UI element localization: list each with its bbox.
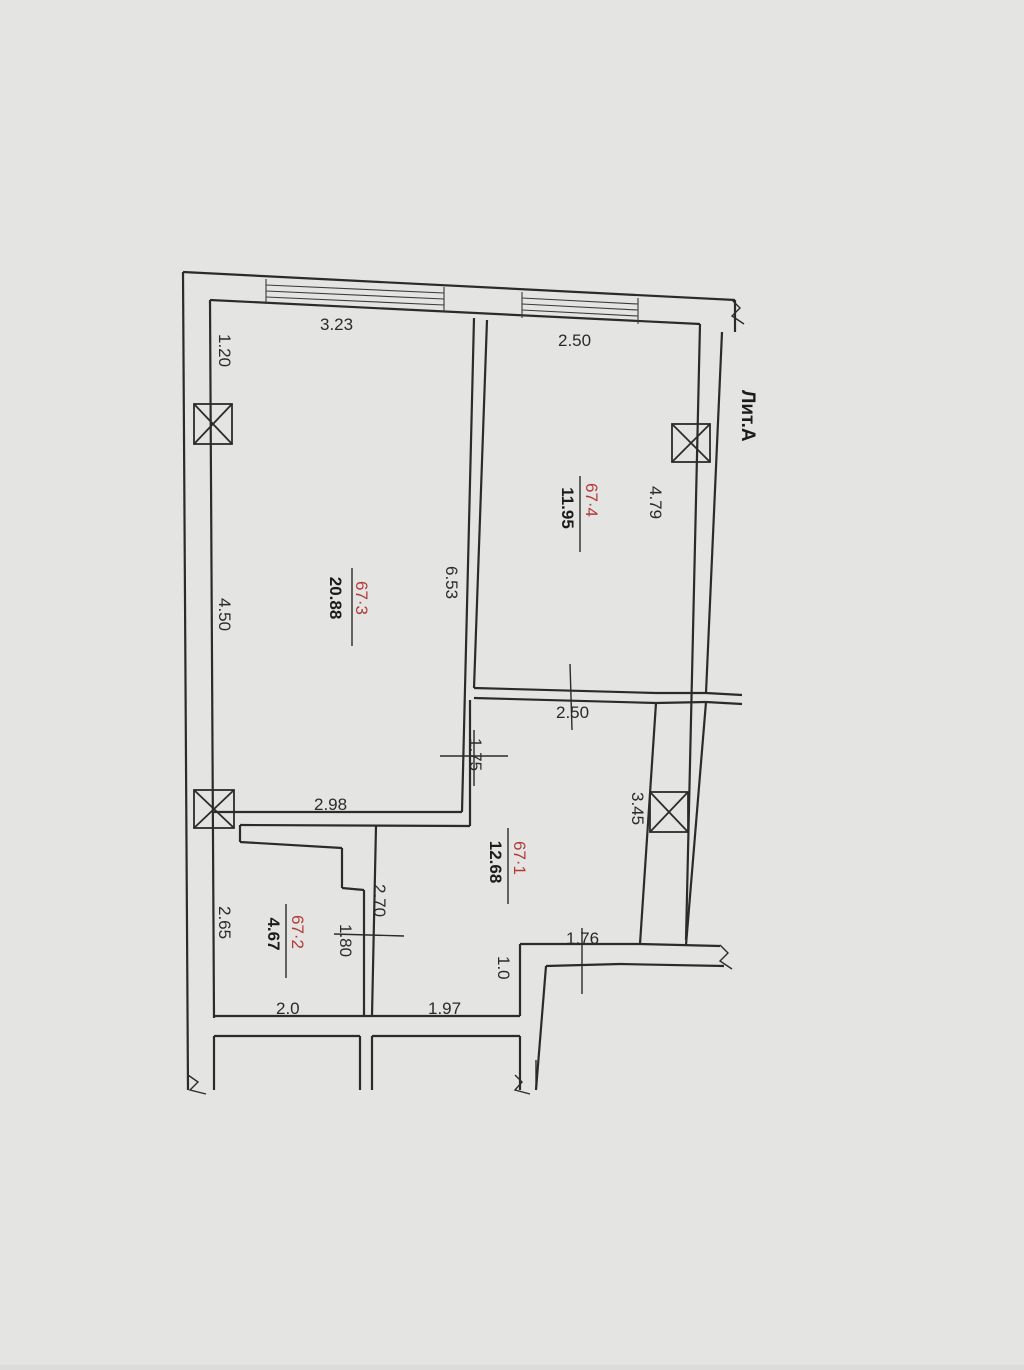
- partition-stub-top: [705, 691, 743, 697]
- entrance-wall-f: [639, 942, 721, 948]
- entrance-wall-c: [545, 962, 621, 968]
- room1-right-wall: [638, 702, 658, 945]
- outer-wall-right-outer: [704, 331, 724, 694]
- wall-break-bottom-right: [513, 1074, 531, 1095]
- outer-wall-top-inner: [209, 298, 701, 326]
- outer-wall-right-inner: [684, 323, 702, 941]
- partition-room3-room4-b: [472, 319, 489, 689]
- dim-room2-bottom: 2.0: [276, 999, 300, 1018]
- partition-room3-room4-a: [460, 317, 476, 813]
- dim-left-upper: 1.20: [215, 334, 234, 367]
- dim-room3-bottom: 2.98: [314, 795, 347, 814]
- partition-room4-room1-d: [655, 700, 707, 705]
- window-room4: [521, 292, 639, 324]
- room-number: 67·2: [288, 915, 307, 949]
- dim-left-lower: 2.65: [215, 906, 234, 939]
- dim-entrance-side: 1.0: [494, 956, 513, 980]
- dim-left-mid: 4.50: [215, 598, 234, 631]
- room-label-2: 67·2 4.67: [264, 904, 307, 978]
- room2-step-c: [341, 886, 365, 892]
- dim-room1-left: 2.70: [370, 884, 389, 917]
- partition-room4-room1-a: [473, 686, 657, 695]
- dim-room4-top: 2.50: [558, 331, 591, 350]
- dim-room4-right: 4.79: [646, 486, 665, 519]
- room-label-3: 67·3 20.88: [326, 568, 371, 646]
- walls: [181, 270, 745, 1095]
- room-label-1: 67·1 12.68: [486, 828, 529, 904]
- partition-room4-room1-b: [473, 696, 657, 705]
- room3-bottom-wall-b: [239, 823, 471, 828]
- room-area: 4.67: [264, 917, 283, 950]
- room-area: 20.88: [326, 577, 345, 620]
- outer-wall-left-inner: [208, 299, 216, 1019]
- vent-shaft-icon: [671, 423, 711, 463]
- dimension-labels: 3.23 1.20 4.50 6.53 2.98 2.50 4.79 2.50 …: [215, 315, 665, 1018]
- room-number: 67·4: [582, 483, 601, 517]
- room-number: 67·1: [510, 841, 529, 875]
- outer-wall-left-outer: [181, 271, 190, 1091]
- entrance-wall-d: [534, 965, 548, 1091]
- window-room3: [265, 279, 445, 312]
- dim-room1-right: 3.45: [628, 792, 647, 825]
- door-mark-room2: [333, 933, 405, 937]
- vent-shaft-icon: [649, 791, 689, 833]
- dim-room1-top: 2.50: [556, 703, 589, 722]
- room2-top-wall: [239, 840, 343, 850]
- door-mark-room4: [569, 663, 573, 731]
- room1-left-wall: [370, 825, 378, 1017]
- dim-room1-door: 1.75: [466, 738, 485, 771]
- outer-wall-right-outer-lower: [684, 701, 708, 946]
- dim-entrance-top: 1.76: [566, 929, 599, 948]
- wall-break-top-right: [730, 299, 745, 325]
- dim-room2-right: 1.80: [336, 924, 355, 957]
- wall-break-bottom-left: [187, 1074, 207, 1095]
- room-label-4: 67·4 11.95: [558, 476, 601, 552]
- vent-shaft-icon: [193, 403, 233, 445]
- partition-stub-bottom: [705, 700, 743, 706]
- room-area: 11.95: [558, 487, 577, 529]
- wall-break-right: [718, 944, 733, 970]
- outer-wall-top-outer: [182, 270, 736, 302]
- dim-room1-bottom: 1.97: [428, 999, 461, 1018]
- building-letter-label: Лит.А: [737, 390, 758, 442]
- room-number: 67·3: [352, 581, 371, 615]
- dim-room3-top: 3.23: [320, 315, 353, 334]
- entrance-wall-g: [619, 962, 725, 968]
- vent-shaft-icon: [193, 789, 235, 829]
- room-area: 12.68: [486, 841, 505, 884]
- dim-room3-right: 6.53: [442, 566, 461, 599]
